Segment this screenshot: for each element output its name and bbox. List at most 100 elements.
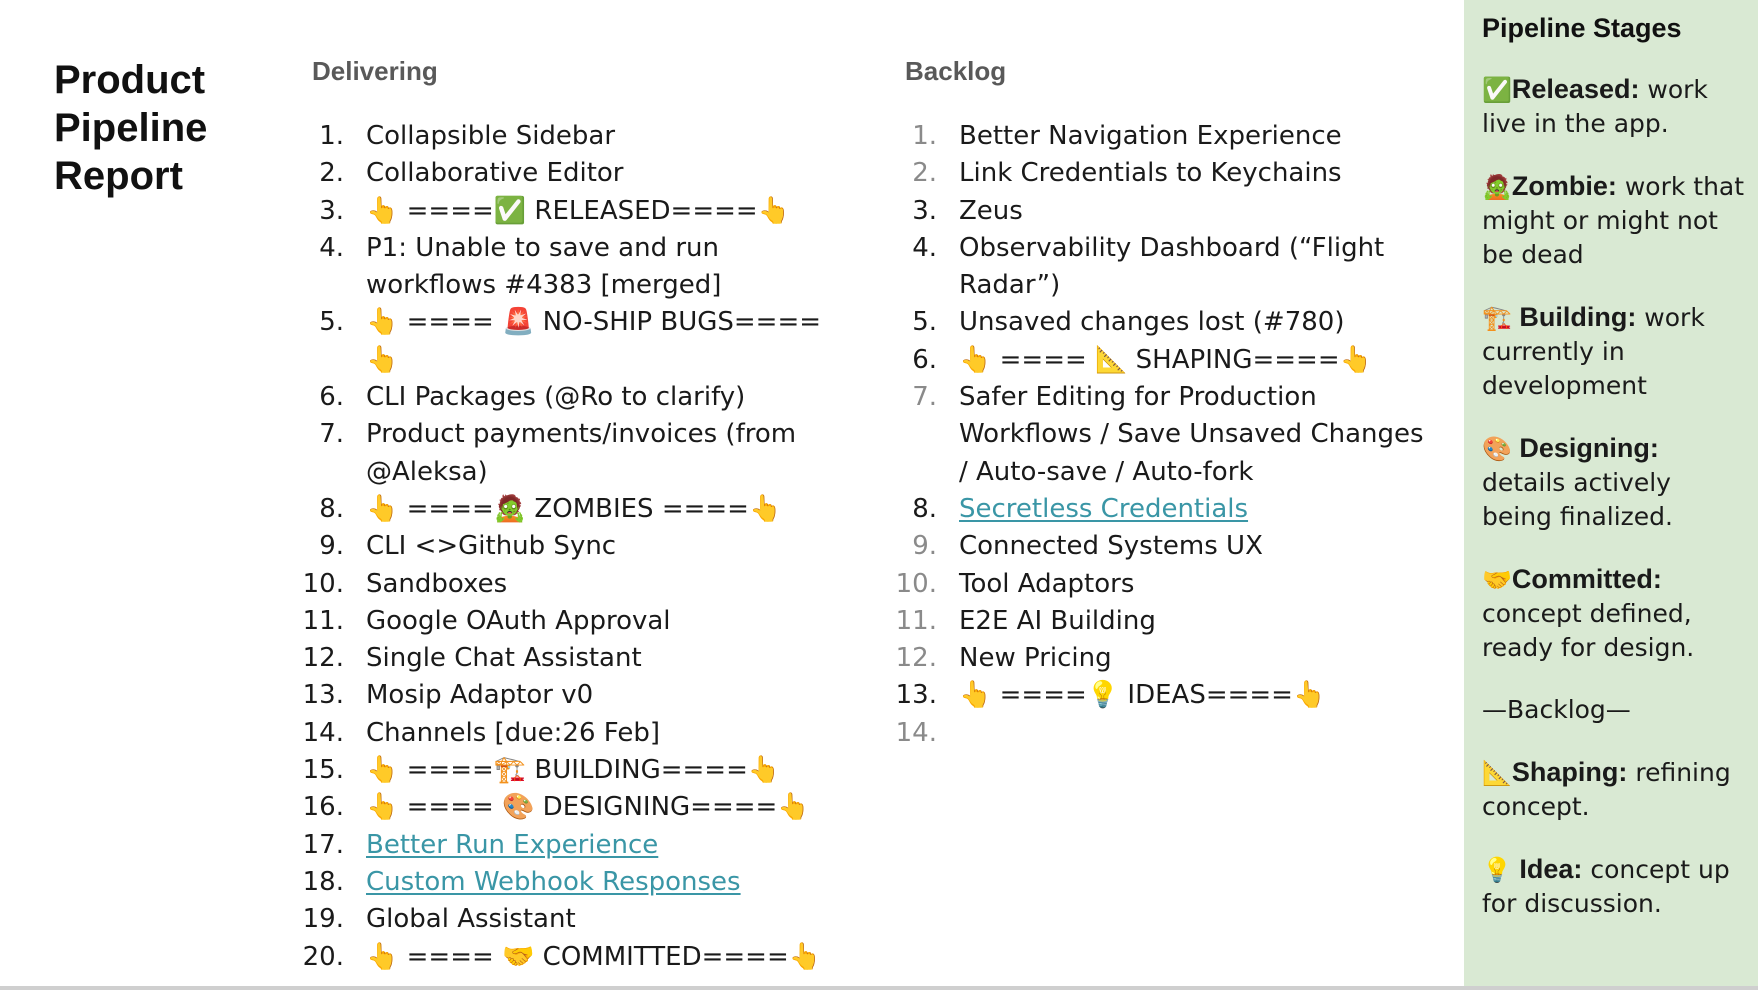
light-bulb-icon: 💡 [1482, 856, 1512, 884]
list-item: 6.CLI Packages (@Ro to clarify) [300, 379, 826, 416]
item-number: 1. [912, 121, 937, 151]
list-item: 7.Product payments/invoices (from @Aleks… [300, 416, 826, 491]
item-text: Better Navigation Experience [959, 121, 1342, 151]
list-item: 10.Tool Adaptors [893, 566, 1439, 603]
item-number: 4. [912, 232, 937, 263]
item-number: 6. [912, 344, 937, 375]
stage-label: Committed: [1511, 564, 1662, 594]
item-number: 18. [302, 866, 344, 897]
list-item: 4.Observability Dashboard (“Flight Radar… [893, 230, 1439, 305]
check-mark-icon: ✅ [1482, 76, 1512, 104]
stage-committed: 🤝Committed: concept defined, ready for d… [1482, 562, 1748, 665]
item-text: Safer Editing for Production Workflows /… [959, 382, 1424, 487]
list-item: 7. Safer Editing for Production Workflows… [893, 379, 1439, 491]
item-number: 16. [302, 792, 344, 823]
stage-designing: 🎨 Designing: details actively being fina… [1482, 431, 1748, 534]
list-item: 2. Collaborative Editor [300, 155, 826, 192]
item-text: Tool Adaptors [959, 568, 1135, 599]
list-item: 1. Better Navigation Experience [893, 118, 1439, 155]
list-item: 9.CLI <>Github Sync [300, 528, 826, 565]
better-run-experience-link[interactable]: Better Run Experience [366, 829, 659, 860]
stage-description: details actively being finalized. [1482, 468, 1673, 531]
list-item: 14. [893, 715, 1439, 752]
item-text: Connected Systems UX [959, 531, 1263, 562]
stage-label: Released: [1511, 74, 1640, 104]
list-item: 17. Better Run Experience [300, 827, 826, 864]
item-text: Zeus [959, 195, 1023, 226]
item-text: E2E AI Building [959, 605, 1156, 636]
item-text: 👆 ==== 📐 SHAPING====👆 [959, 344, 1372, 375]
list-item: 5.Unsaved changes lost (#780) [893, 304, 1439, 341]
construction-icon: 🏗️ [1482, 304, 1512, 332]
item-number: 8. [912, 493, 937, 524]
delivering-list: 1. Collapsible Sidebar 2. Collaborative Ed… [300, 118, 826, 976]
item-text: 👆 ====🧟 ZOMBIES ====👆 [366, 493, 782, 524]
item-number: 5. [912, 307, 937, 338]
item-number: 4. [319, 232, 344, 263]
item-text: 👆 ====💡 IDEAS====👆 [959, 680, 1326, 711]
backlog-divider: —Backlog— [1482, 695, 1631, 724]
list-item: 10.Sandboxes [300, 566, 826, 603]
backlog-heading: Backlog [905, 56, 1007, 86]
stage-label: Building: [1511, 302, 1637, 332]
item-text: Global Assistant [366, 904, 576, 935]
list-item: 16. 👆 ==== 🎨 DESIGNING====👆 [300, 789, 826, 826]
item-text: Mosip Adaptor v0 [366, 680, 594, 711]
zombie-icon: 🧟 [1482, 173, 1512, 201]
list-item: 6. 👆 ==== 📐 SHAPING====👆 [893, 342, 1439, 379]
list-item: 8. Secretless Credentials [893, 491, 1439, 528]
item-number: 8. [319, 493, 344, 524]
list-item: 2.Link Credentials to Keychains [893, 155, 1439, 192]
item-number: 14. [302, 717, 344, 748]
custom-webhook-responses-link[interactable]: Custom Webhook Responses [366, 866, 741, 897]
list-item: 12. Single Chat Assistant [300, 640, 826, 677]
item-number: 1. [319, 121, 344, 151]
list-item: 15.👆 ====🏗️ BUILDING====👆 [300, 752, 826, 789]
item-text: Single Chat Assistant [366, 643, 642, 674]
palette-icon: 🎨 [1482, 435, 1512, 463]
list-item: 20.👆 ==== 🤝 COMMITTED====👆 [300, 939, 826, 976]
item-number: 11. [302, 605, 344, 636]
list-item: 8. 👆 ====🧟 ZOMBIES ====👆 [300, 491, 826, 528]
item-number: 19. [302, 904, 344, 935]
item-text: 👆 ====✅ RELEASED====👆 [366, 195, 791, 226]
item-number: 2. [319, 158, 344, 189]
report-title: Product Pipeline Report [54, 58, 208, 198]
list-item: 3.👆 ====✅ RELEASED====👆 [300, 193, 826, 230]
item-text: Collapsible Sidebar [366, 121, 616, 151]
stage-description: refining concept. [1482, 758, 1731, 821]
item-number: 3. [912, 195, 937, 226]
list-item: 4.P1: Unable to save and run workflows #… [300, 230, 826, 305]
item-text: 👆 ==== 🎨 DESIGNING====👆 [366, 792, 810, 823]
stage-idea: 💡 Idea: concept up for discussion. [1482, 852, 1748, 921]
handshake-icon: 🤝 [1482, 566, 1512, 594]
item-number: 17. [302, 829, 344, 860]
triangle-ruler-icon: 📐 [1482, 759, 1512, 787]
pipeline-stages-panel: Pipeline Stages ✅Released: work live in … [1464, 0, 1758, 986]
secretless-credentials-link[interactable]: Secretless Credentials [959, 493, 1249, 524]
list-item: 9.Connected Systems UX [893, 528, 1439, 565]
item-number: 13. [302, 680, 344, 711]
item-text: Collaborative Editor [366, 158, 624, 189]
stage-label: Shaping: [1511, 757, 1628, 787]
item-text: CLI Packages (@Ro to clarify) [366, 382, 746, 413]
item-number: 13. [895, 680, 937, 711]
backlog-list: 1. Better Navigation Experience 2.Link Cr… [893, 118, 1439, 752]
stage-description: concept defined, ready for design. [1482, 599, 1695, 662]
list-item: 12.New Pricing [893, 640, 1439, 677]
stage-building: 🏗️ Building: work currently in developme… [1482, 300, 1748, 403]
item-number: 11. [895, 605, 937, 636]
stage-description: work live in the app. [1482, 75, 1708, 138]
item-number: 9. [319, 531, 344, 562]
list-item: 11. E2E AI Building [893, 603, 1439, 640]
stage-shaping: 📐Shaping: refining concept. [1482, 755, 1748, 824]
stage-released: ✅Released: work live in the app. [1482, 72, 1748, 141]
list-item: 11.Google OAuth Approval [300, 603, 826, 640]
bottom-divider [0, 986, 1758, 990]
item-text: Link Credentials to Keychains [959, 158, 1342, 189]
list-item: 18. Custom Webhook Responses [300, 864, 826, 901]
item-text: 👆 ====🏗️ BUILDING====👆 [366, 755, 781, 786]
item-number: 12. [302, 643, 344, 674]
item-number: 7. [912, 382, 937, 413]
item-text: 👆 ==== 🤝 COMMITTED====👆 [366, 941, 822, 972]
